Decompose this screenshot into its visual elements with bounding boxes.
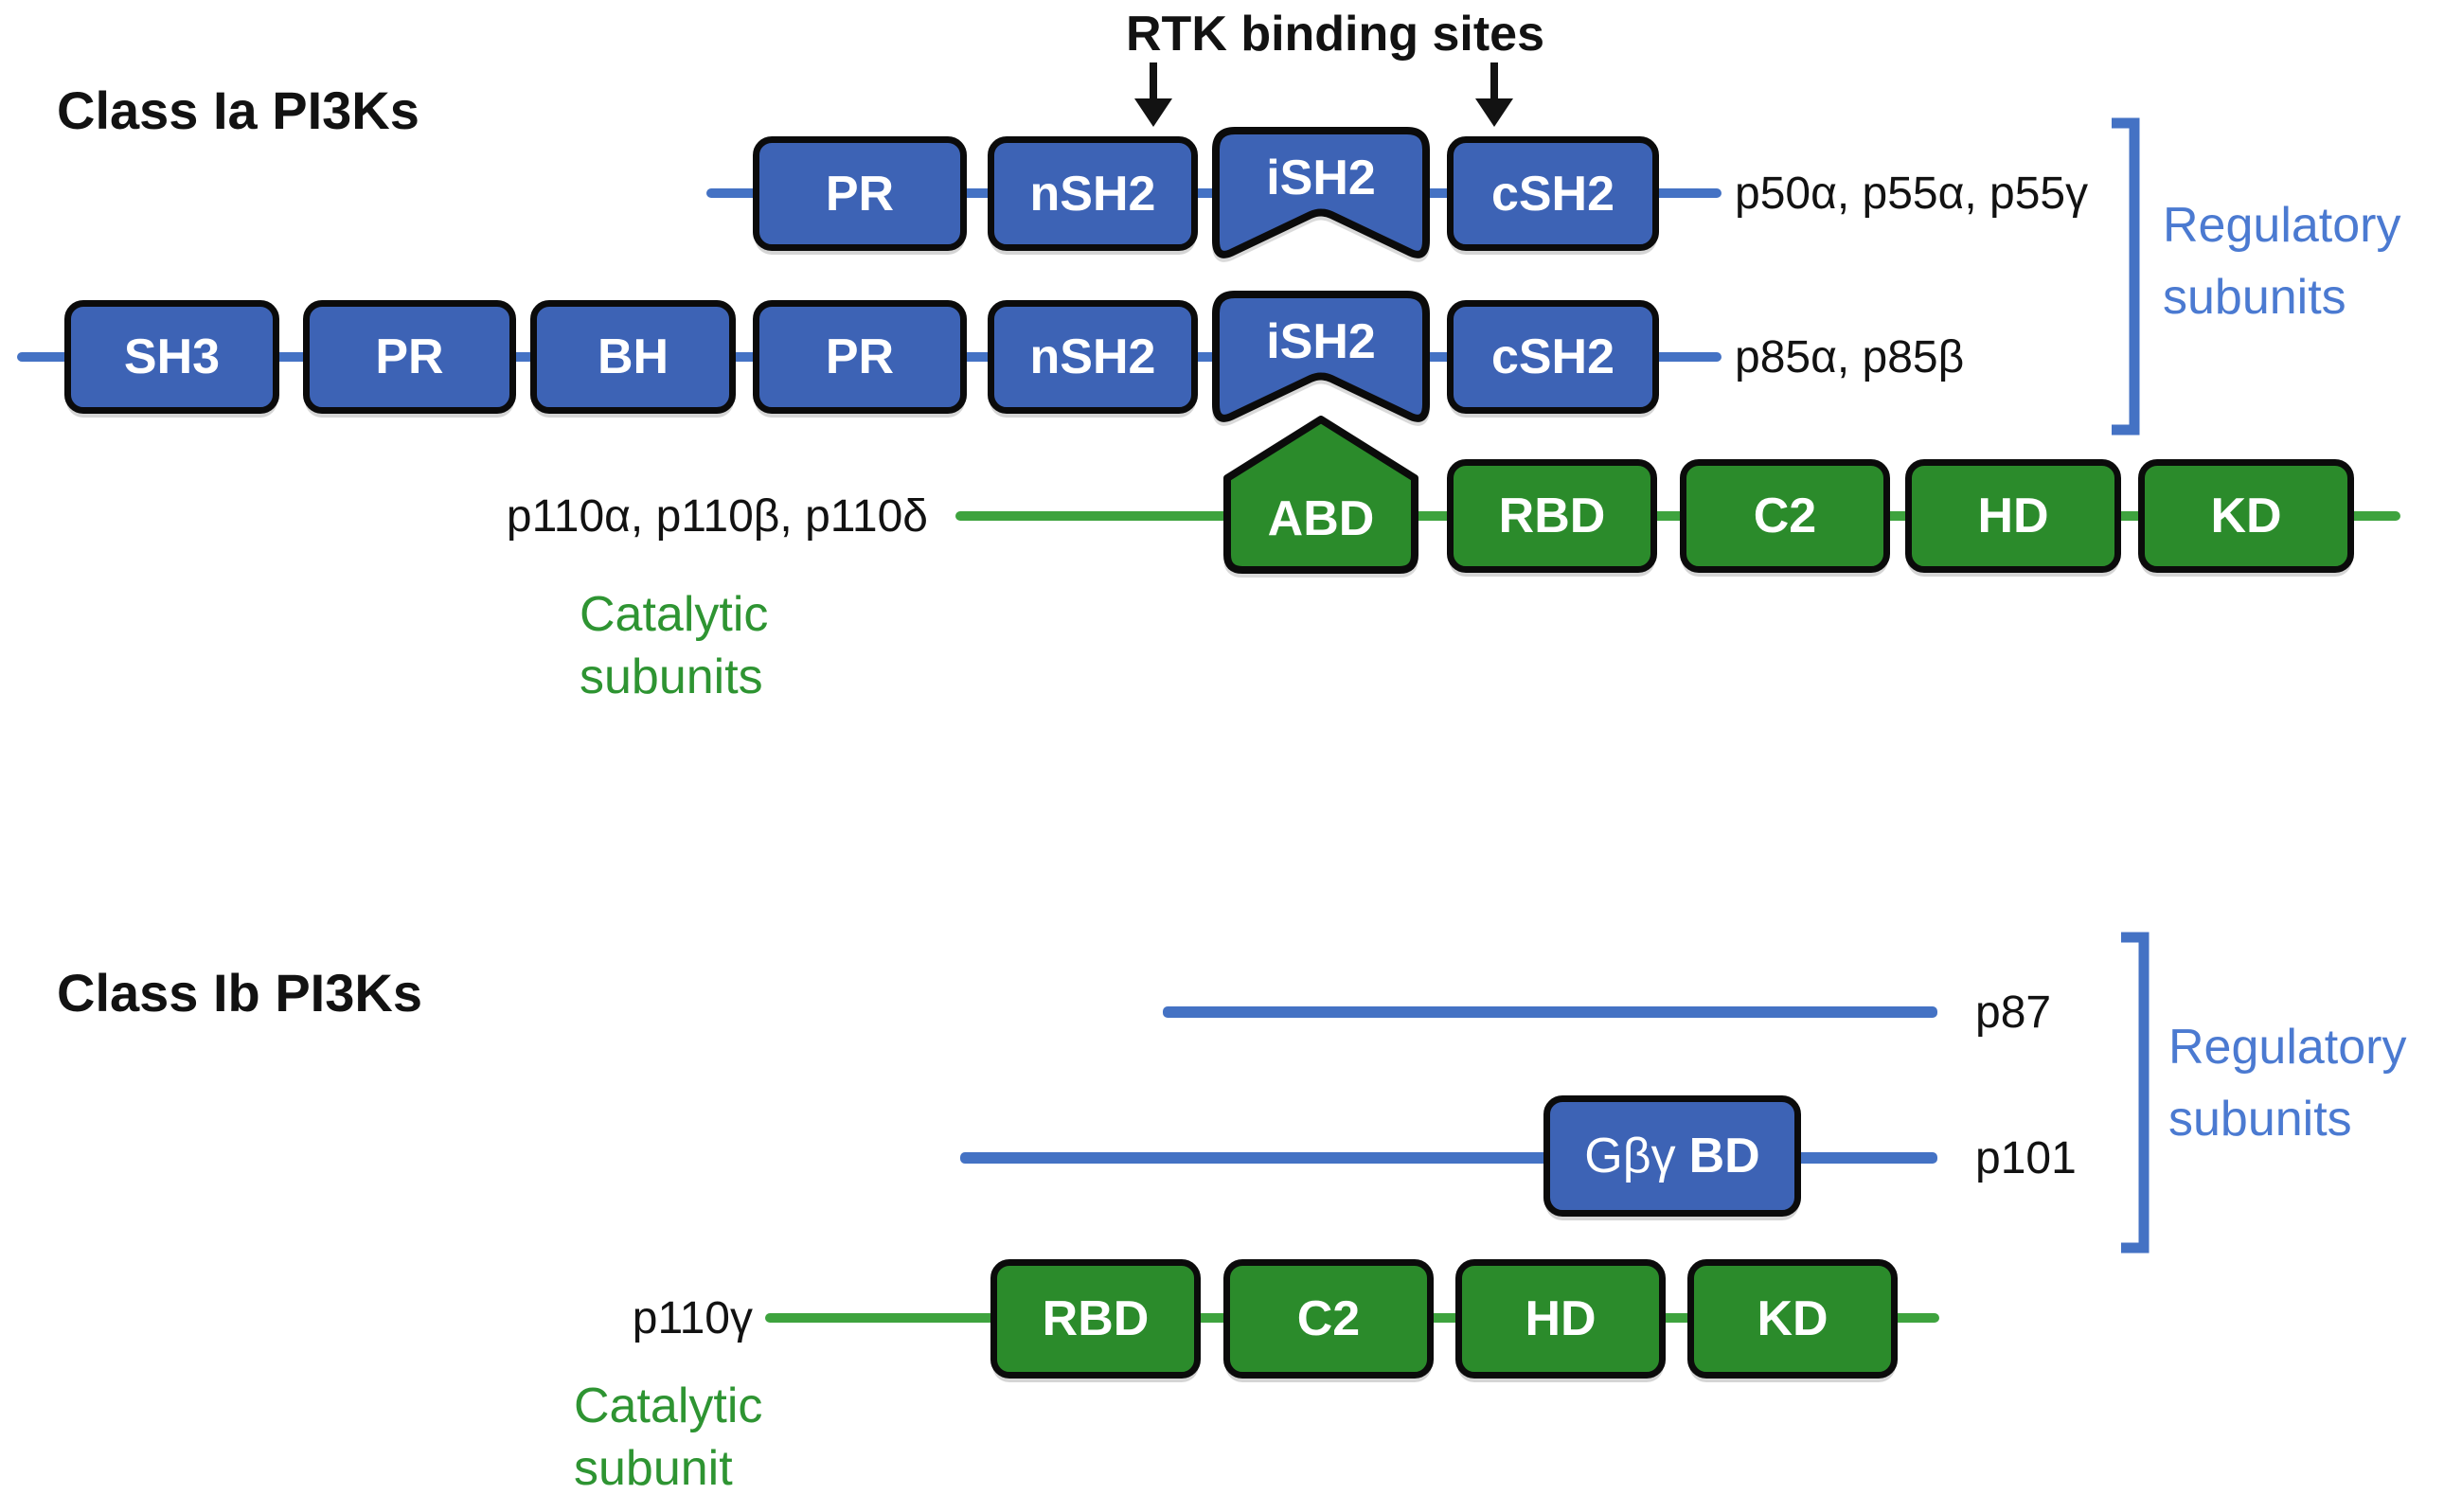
p110-row-label: p110α, p110β, p110δ <box>506 490 928 542</box>
domain-box-c2: C2 <box>1223 1259 1434 1379</box>
domain-label: KD <box>2210 489 2282 543</box>
domain-box-csh2: cSH2 <box>1447 136 1659 251</box>
domain-box-nsh2: nSH2 <box>988 136 1198 251</box>
domain-box-rbd: RBD <box>1447 459 1657 573</box>
domain-label: RBD <box>1498 489 1606 543</box>
domain-box-gbg-bd: Gβγ BD <box>1543 1095 1801 1217</box>
p110-backbone-line <box>955 511 2400 521</box>
domain-label-gbg: Gβγ <box>1584 1129 1676 1183</box>
class-ia-title: Class Ia PI3Ks <box>57 80 419 140</box>
caption-line: Regulatory <box>2168 1020 2407 1075</box>
domain-label: PR <box>375 329 444 384</box>
caption-line: Catalytic <box>574 1379 763 1433</box>
domain-label: cSH2 <box>1490 166 1615 222</box>
caption-line: Catalytic <box>580 587 769 642</box>
p110g-row-label: p110γ <box>632 1292 753 1343</box>
rtk-binding-sites-label: RTK binding sites <box>1126 7 1544 62</box>
domain-label: PR <box>825 166 895 222</box>
class-ib-title: Class Ib PI3Ks <box>57 963 422 1023</box>
domain-box-csh2: cSH2 <box>1447 300 1659 414</box>
caption-line: subunits <box>2168 1092 2352 1147</box>
domain-box-kd: KD <box>2138 459 2354 573</box>
domain-label: BH <box>597 329 669 384</box>
domain-box-bh: BH <box>530 300 736 414</box>
domain-box-hd: HD <box>1455 1259 1666 1379</box>
domain-box-pr: PR <box>753 136 967 251</box>
domain-shape-ish2 <box>1212 291 1430 422</box>
domain-label: C2 <box>1296 1291 1361 1346</box>
regulatory-subunits-caption: Regulatory subunits <box>2163 189 2400 333</box>
domain-shape-abd <box>1223 416 1418 574</box>
regulatory-bracket-icon <box>2121 932 2150 1254</box>
domain-label: PR <box>825 329 895 384</box>
domain-label: HD <box>1525 1291 1597 1346</box>
domain-label: KD <box>1757 1291 1829 1346</box>
domain-label-bd: BD <box>1688 1129 1760 1183</box>
p85-row-label: p85α, p85β <box>1735 331 1965 382</box>
regulatory-bracket-icon <box>2112 117 2140 436</box>
domain-shape-ish2 <box>1212 127 1430 258</box>
regulatory-subunits-caption: Regulatory subunits <box>2168 1011 2406 1155</box>
domain-box-kd: KD <box>1687 1259 1898 1379</box>
domain-label: RBD <box>1042 1291 1150 1346</box>
domain-label: C2 <box>1753 489 1817 543</box>
domain-box-nsh2: nSH2 <box>988 300 1198 414</box>
p50-row-label: p50α, p55α, p55γ <box>1735 169 2089 219</box>
p87-backbone-line <box>1163 1006 1937 1018</box>
caption-line: Regulatory <box>2163 198 2401 253</box>
domain-label: nSH2 <box>1029 329 1156 384</box>
domain-box-pr: PR <box>753 300 967 414</box>
caption-line: subunit <box>574 1441 733 1496</box>
domain-label: HD <box>1977 489 2049 543</box>
domain-label: SH3 <box>123 329 221 384</box>
domain-box-rbd: RBD <box>990 1259 1201 1379</box>
domain-box-pr: PR <box>303 300 516 414</box>
domain-label: nSH2 <box>1029 166 1156 222</box>
caption-line: subunits <box>580 649 763 704</box>
catalytic-subunit-caption: Catalytic subunit <box>574 1375 762 1500</box>
p101-row-label: p101 <box>1975 1132 2077 1183</box>
catalytic-subunits-caption: Catalytic subunits <box>580 583 768 708</box>
p87-row-label: p87 <box>1975 987 2052 1038</box>
domain-box-hd: HD <box>1905 459 2121 573</box>
domain-label: cSH2 <box>1490 329 1615 384</box>
domain-box-sh3: SH3 <box>64 300 279 414</box>
domain-box-c2: C2 <box>1680 459 1890 573</box>
caption-line: subunits <box>2163 270 2346 325</box>
